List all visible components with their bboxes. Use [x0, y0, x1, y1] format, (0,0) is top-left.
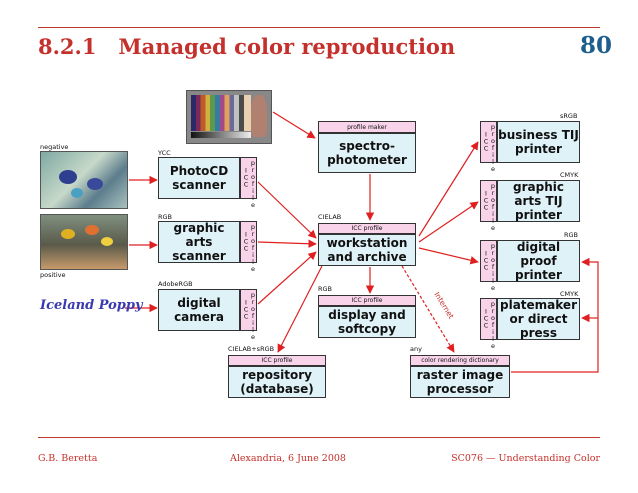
- arrow-workstation-to-gatij: [418, 201, 479, 243]
- display-icc-profile-tag: ICC profile: [318, 295, 416, 306]
- page-number: 80: [579, 32, 612, 59]
- display-softcopy-box: display and softcopy: [318, 306, 416, 338]
- arrow-workstation-to-proof: [418, 247, 479, 265]
- ga-tij-printer-box: graphic arts TIJ printer: [497, 180, 580, 222]
- calibration-target-image: [186, 90, 272, 144]
- workstation-space-label: CIELAB: [318, 213, 342, 221]
- photocd-space-label: YCC: [158, 149, 171, 157]
- arrow-target-to-spectro: [272, 111, 316, 139]
- digital-camera-box: digital camera: [158, 289, 240, 331]
- ga-tij-space-label: CMYK: [560, 171, 579, 179]
- positive-image: [40, 214, 128, 270]
- arrow-scanner-to-workstation: [257, 239, 317, 248]
- business-space-label: sRGB: [560, 112, 578, 120]
- plate-space-label: CMYK: [560, 290, 579, 298]
- top-rule: [38, 27, 600, 28]
- workstation-icc-profile-tag: ICC profile: [318, 223, 416, 234]
- negative-label: negative: [40, 143, 69, 151]
- rip-space-label: any: [410, 345, 422, 353]
- display-space-label: RGB: [318, 285, 333, 293]
- photocd-scanner-box: PhotoCD scanner: [158, 157, 240, 199]
- footer-author: G.B. Beretta: [38, 453, 98, 464]
- arrow-workstation-to-business: [418, 141, 479, 237]
- arrow-workstation-to-rip: [401, 265, 455, 353]
- rip-color-rendering-dictionary-tag: color rendering dictionary: [410, 355, 510, 366]
- negative-image: [40, 151, 128, 209]
- workstation-box: workstation and archive: [318, 234, 416, 266]
- iceland-poppy-logo: Iceland Poppy: [40, 298, 143, 313]
- positive-label: positive: [40, 271, 66, 279]
- repository-space-label: CIELAB+sRGB: [228, 345, 275, 353]
- proof-space-label: RGB: [564, 231, 579, 239]
- spectro-profile-maker-tag: profile maker: [318, 121, 416, 133]
- page-title: 8.2.1 Managed color reproduction: [38, 34, 456, 59]
- spectrophotometer-box: spectro- photometer: [318, 133, 416, 173]
- platemaker-box: platemaker or direct press: [497, 298, 580, 340]
- bottom-rule: [38, 437, 600, 438]
- internet-label: Internet: [432, 290, 455, 320]
- camera-space-label: AdobeRGB: [158, 280, 193, 288]
- business-tij-printer-box: business TIJ printer: [497, 121, 580, 163]
- footer-venue: Alexandria, 6 June 2008: [230, 453, 346, 464]
- digital-proof-printer-box: digital proof printer: [497, 240, 580, 282]
- footer-course: SC076 — Understanding Color: [451, 453, 600, 464]
- arrow-camera-to-workstation: [257, 251, 317, 305]
- repository-icc-profile-tag: ICC profile: [228, 355, 326, 366]
- ga-scanner-box: graphic arts scanner: [158, 221, 240, 263]
- raster-image-processor-box: raster image processor: [410, 366, 510, 398]
- arrow-photocd-to-workstation: [257, 181, 317, 239]
- arrow-workstation-to-repository: [277, 265, 323, 353]
- repository-box: repository (database): [228, 366, 326, 398]
- ga-scanner-space-label: RGB: [158, 213, 173, 221]
- arrow-rip-to-plate: [511, 257, 599, 373]
